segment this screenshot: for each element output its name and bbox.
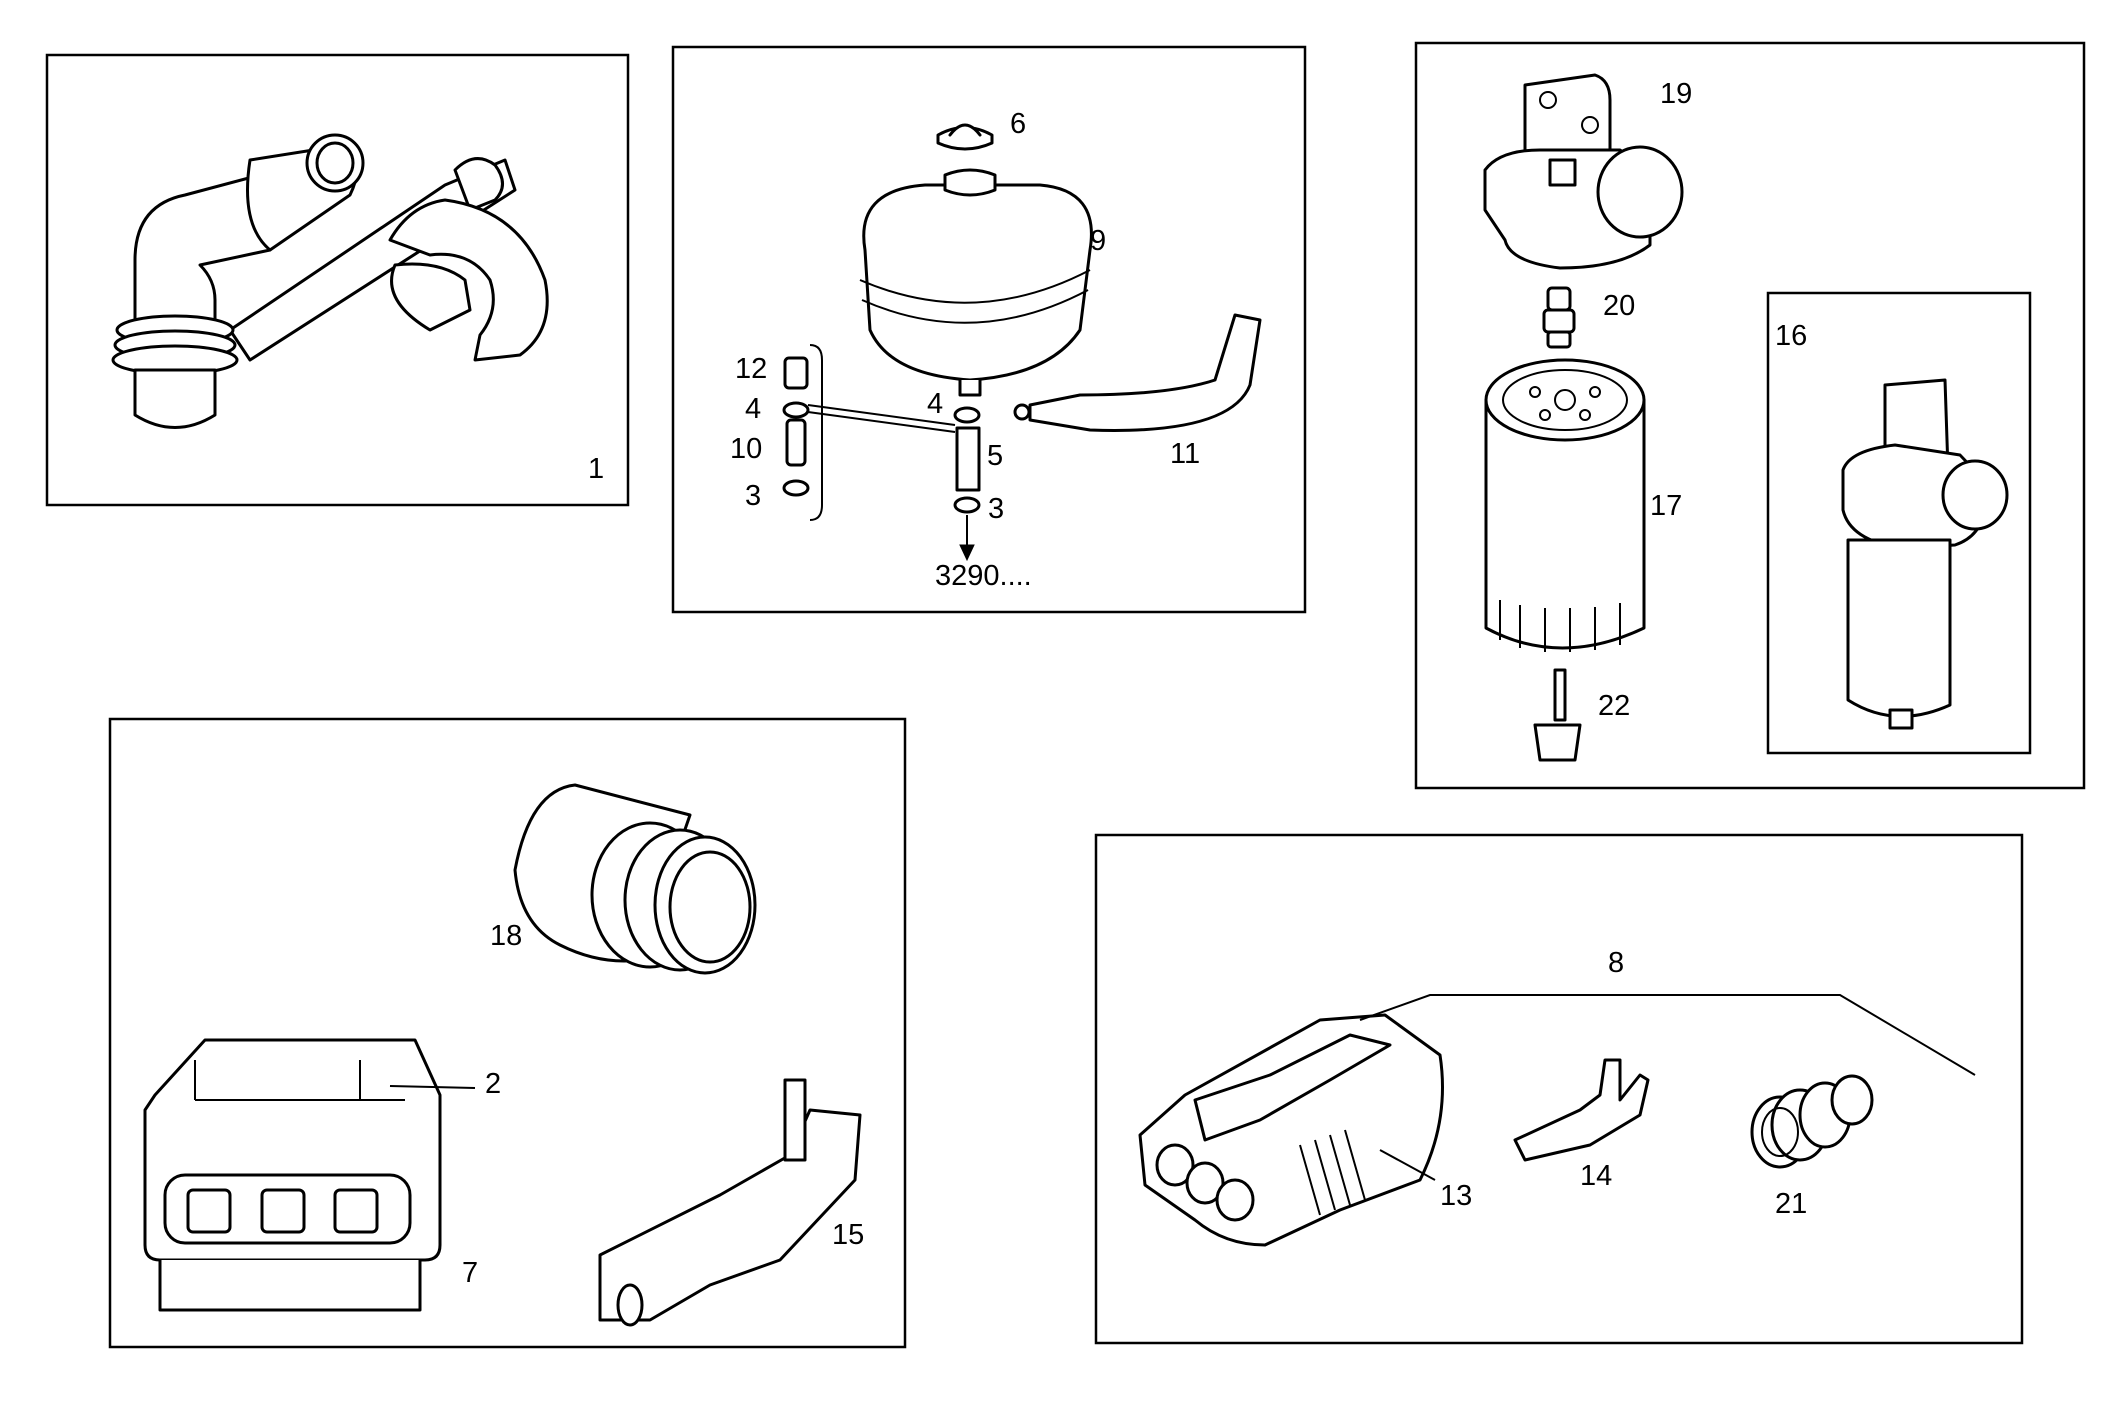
panel-frame	[671, 45, 1307, 614]
tank-strap-part[interactable]	[1013, 313, 1262, 432]
part-label: 19	[1660, 78, 1692, 110]
panel-hose-elbow: 1	[45, 53, 630, 507]
part-label: 17	[1650, 490, 1682, 522]
panel-connector-kit: 18 2 7 15	[108, 717, 907, 1349]
part-label: 20	[1603, 290, 1635, 322]
tank-fittings-part[interactable]	[782, 344, 981, 562]
part-label: 21	[1775, 1188, 1807, 1220]
part-label: 3290....	[935, 560, 1032, 592]
group-leader-line	[1359, 994, 1976, 1076]
filter-head-part[interactable]	[1483, 73, 1684, 270]
part-label: 18	[490, 920, 522, 952]
filter-nipple-part[interactable]	[1542, 286, 1576, 349]
part-label: 14	[1580, 1160, 1612, 1192]
wire-seal-part[interactable]	[1750, 1074, 1874, 1169]
panel-frame	[45, 53, 630, 507]
panel-frame	[108, 717, 907, 1349]
panel-connector-set: 8 13 14 21	[1094, 833, 2024, 1345]
expansion-tank-part[interactable]	[859, 168, 1093, 397]
connector-housing-part[interactable]	[143, 1038, 476, 1312]
three-pin-connector-part[interactable]	[1138, 1013, 1444, 1247]
crimp-terminal-part[interactable]	[1513, 1058, 1650, 1162]
leader-line	[1379, 1149, 1436, 1181]
part-label: 5	[987, 440, 1003, 472]
part-label: 11	[1170, 438, 1200, 470]
part-label: 10	[730, 433, 762, 465]
part-label: 3	[745, 480, 761, 512]
filter-sensor-part[interactable]	[1533, 668, 1582, 762]
panel-fuel-filter: 19 20 17 22 16	[1414, 41, 2086, 790]
part-label: 7	[462, 1257, 478, 1289]
hose-elbow-part[interactable]	[111, 133, 549, 429]
part-label: 16	[1775, 320, 1807, 352]
part-label: 2	[485, 1068, 501, 1100]
panel-frame	[1414, 41, 2086, 790]
part-label: 9	[1090, 225, 1106, 257]
part-label: 15	[832, 1219, 864, 1251]
part-label: 3	[988, 493, 1004, 525]
filter-assembly-part[interactable]	[1841, 378, 2009, 730]
part-label: 8	[1608, 947, 1624, 979]
filter-cartridge-part[interactable]	[1484, 358, 1646, 652]
part-label: 4	[927, 388, 943, 420]
filter-assembly-inset	[1766, 291, 2032, 755]
seal-grommet-part[interactable]	[513, 783, 757, 975]
tank-cap-part[interactable]	[936, 123, 994, 151]
part-label: 12	[735, 353, 767, 385]
part-label: 6	[1010, 108, 1026, 140]
terminal-pin-part[interactable]	[598, 1078, 862, 1327]
part-label: 1	[588, 453, 604, 485]
part-label: 22	[1598, 690, 1630, 722]
part-label: 4	[745, 393, 761, 425]
part-label: 13	[1440, 1180, 1472, 1212]
panel-frame	[1094, 833, 2024, 1345]
panel-expansion-tank: 6 9 12 4 10 3 4 5 3 11 3290....	[671, 45, 1307, 614]
